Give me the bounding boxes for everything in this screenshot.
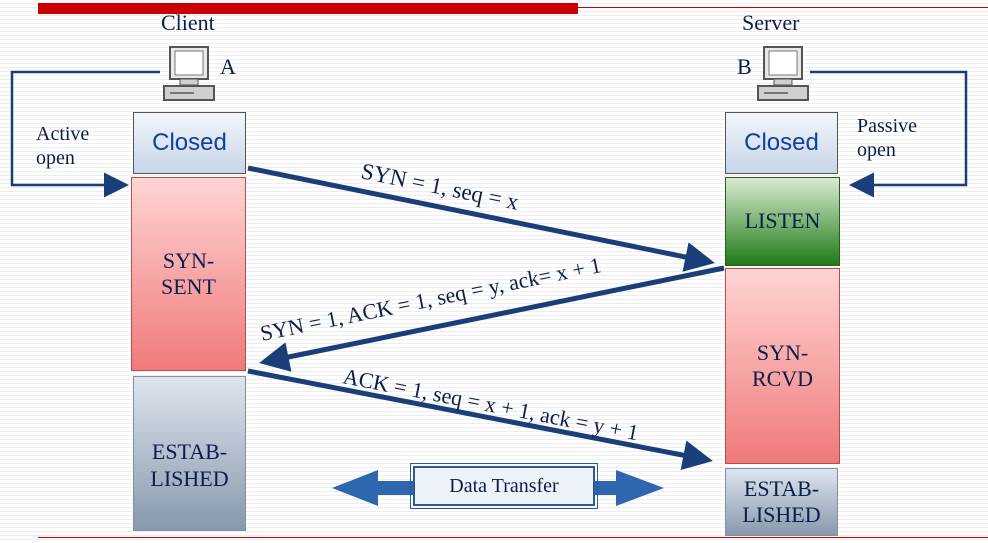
syn-arrow — [247, 165, 715, 272]
active-open-line2: open — [36, 147, 75, 169]
syn-sent-line2: SENT — [161, 274, 216, 299]
ack-message-label: ACK = 1, seq = x + 1, ack = y + 1 — [341, 363, 641, 445]
client-established-line2: LISHED — [150, 465, 229, 491]
syn-rcvd-line1: SYN- — [756, 339, 809, 365]
active-open-label: Active open — [36, 122, 89, 170]
passive-open-label: Passive open — [857, 114, 917, 162]
server-established-line2: LISHED — [742, 502, 821, 527]
data-transfer-label: Data Transfer — [410, 463, 598, 509]
client-computer-icon — [163, 46, 215, 101]
client-established-state: ESTAB- LISHED — [133, 376, 246, 531]
active-open-arrow — [10, 70, 160, 198]
active-open-line1: Active — [36, 123, 90, 145]
syn-sent-line1: SYN- — [162, 247, 215, 273]
client-title: Client — [161, 10, 215, 35]
syn-ack-arrow — [259, 265, 725, 372]
server-computer-icon — [757, 46, 809, 101]
syn-rcvd-line2: RCVD — [751, 366, 814, 391]
syn-ack-message-label: SYN = 1, ACK = 1, seq = y, ack= x + 1 — [258, 252, 603, 346]
client-host-letter: A — [220, 54, 236, 79]
client-closed-state: Closed — [133, 112, 246, 174]
server-title: Server — [742, 10, 800, 35]
server-established-state: ESTAB- LISHED — [725, 468, 838, 536]
passive-open-line1: Passive — [857, 115, 917, 137]
server-syn-rcvd-state: SYN- RCVD — [725, 268, 840, 464]
ack-arrow — [247, 368, 713, 470]
title-bar-accent — [38, 3, 578, 14]
server-listen-state: LISTEN — [725, 177, 840, 266]
server-established-line1: ESTAB- — [743, 475, 820, 501]
title-bar-rule — [578, 7, 988, 8]
client-established-line1: ESTAB- — [151, 439, 228, 465]
footer-rule — [38, 537, 988, 538]
passive-open-arrow — [810, 70, 968, 198]
passive-open-line2: open — [857, 139, 896, 161]
client-syn-sent-state: SYN- SENT — [131, 177, 246, 371]
server-closed-state: Closed — [725, 112, 838, 174]
server-host-letter: B — [737, 54, 752, 79]
